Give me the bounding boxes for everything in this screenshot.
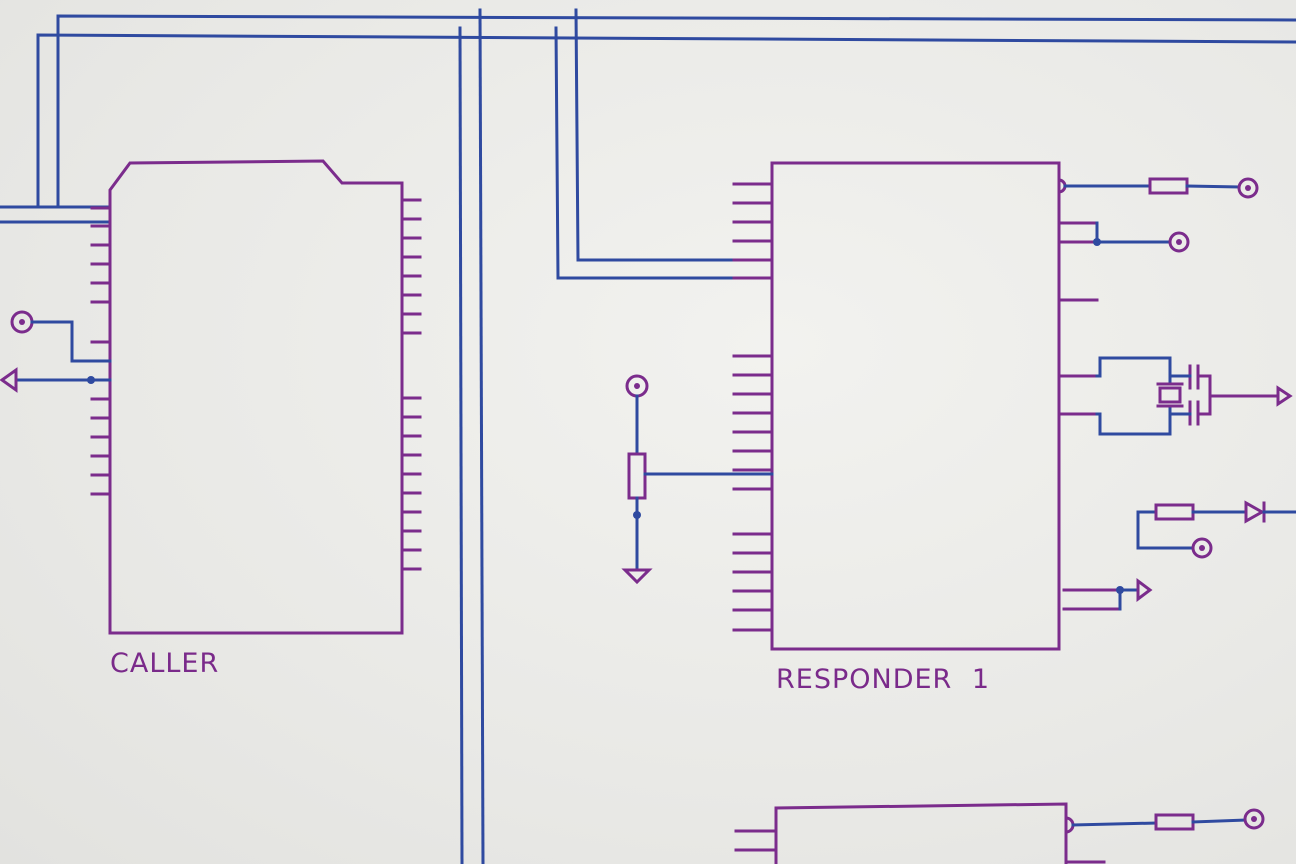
- capacitor-icon: [1188, 364, 1280, 426]
- r1-resistor-1: [1148, 177, 1189, 195]
- vertical-bus-2: [478, 8, 485, 864]
- bus-wires: [0, 8, 1296, 864]
- caller-left-pins: [90, 206, 112, 496]
- caller-power-icon-dot: [19, 319, 25, 325]
- responder2-chip-body: [774, 802, 1068, 864]
- crystal-icon: [1158, 386, 1182, 404]
- caller-power-wire: [30, 320, 112, 363]
- pullup-resistor: [627, 452, 647, 500]
- caller-chip-body: [108, 159, 404, 635]
- r1-power-icon-3: [1191, 537, 1213, 559]
- responder1-chip-body: [770, 161, 1061, 651]
- responder1-pullup-net: [621, 374, 774, 585]
- r2-out-wire-1: [1071, 821, 1158, 827]
- r1-power-icon-3-dot: [1199, 545, 1205, 551]
- r2-out-wire-1b: [1191, 818, 1247, 824]
- r1-out-wire-1b: [1185, 184, 1241, 189]
- pullup-ground-arrow-icon: [621, 568, 653, 585]
- r2-power-icon: [1243, 808, 1265, 830]
- caller-junction-dot: [87, 376, 95, 384]
- bus-wire-responder-2: [554, 26, 772, 280]
- bus-wire-top-1: [56, 14, 1296, 209]
- r1-out-junction-dot: [1116, 586, 1124, 594]
- responder1-right-nets: [1063, 177, 1296, 611]
- bus-wire-responder-1: [574, 8, 772, 262]
- pullup-junction-dot: [633, 511, 641, 519]
- r1-crystal-wire-top: [1095, 356, 1172, 386]
- r1-power-icon-1: [1237, 177, 1259, 199]
- r1-power-icon-2: [1168, 231, 1190, 253]
- r1-crystal-wire-bottom: [1095, 404, 1172, 436]
- caller-right-pins: [400, 198, 422, 571]
- r1-strap-junction-dot: [1093, 238, 1101, 246]
- caller-label: CALLER: [110, 648, 220, 679]
- pullup-power-icon-dot: [634, 383, 640, 389]
- r1-strap-wire: [1095, 221, 1172, 244]
- responder1-label: RESPONDER 1: [776, 664, 991, 695]
- bus-wire-top-2: [36, 33, 1296, 209]
- r1-output-arrow-icon: [1136, 578, 1153, 602]
- vertical-bus-1: [458, 26, 464, 864]
- responder1-chip: [732, 161, 1122, 651]
- r2-resistor-1: [1154, 813, 1195, 831]
- responder2-left-pins: [734, 829, 778, 852]
- caller-output-arrow-icon: [0, 367, 18, 393]
- r1-power-icon-2-dot: [1176, 239, 1182, 245]
- r2-power-icon-dot: [1251, 816, 1257, 822]
- responder1-right-pins: [1057, 221, 1122, 611]
- r1-resistor-2: [1154, 503, 1195, 521]
- responder2-chip: [734, 802, 1265, 864]
- caller-power-net: [0, 310, 112, 393]
- capacitor-wires: [1168, 374, 1192, 416]
- diode-icon: [1244, 500, 1266, 524]
- caller-chip: [90, 159, 422, 635]
- responder1-left-pins: [732, 182, 774, 632]
- r1-power-icon-1-dot: [1245, 185, 1251, 191]
- r1-led-wire: [1136, 510, 1158, 550]
- r1-ground-arrow-icon: [1276, 385, 1293, 407]
